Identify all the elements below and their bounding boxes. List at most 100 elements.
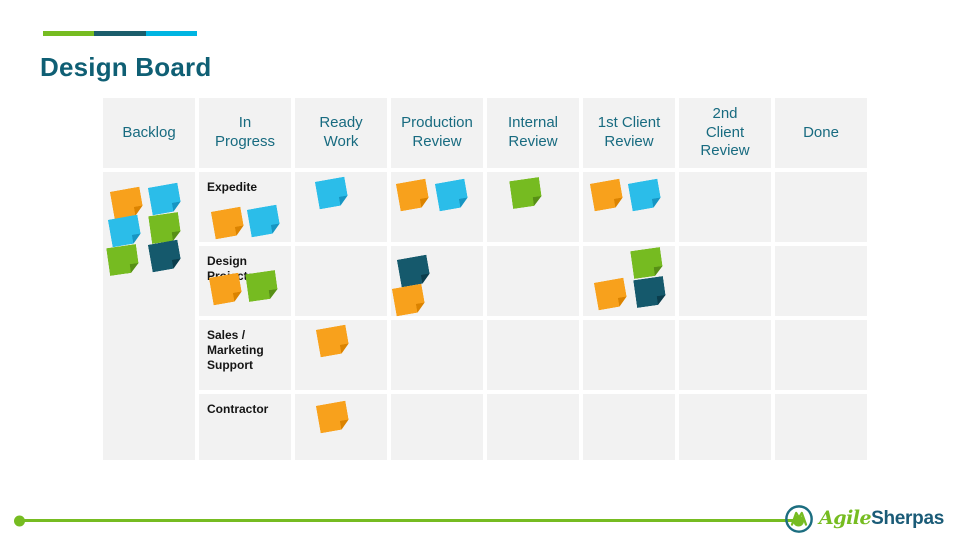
sticky-note-face <box>247 205 281 238</box>
page-title: Design Board <box>40 52 212 82</box>
sticky-note-fold <box>654 266 664 276</box>
accent-bar <box>43 31 197 36</box>
sticky-note-face <box>594 278 628 311</box>
board-cell-contractor-ready-work <box>295 394 387 460</box>
sticky-note-face <box>106 244 140 276</box>
sticky-note-fold <box>459 197 469 207</box>
sticky-note-face <box>148 183 182 216</box>
sticky-note-face <box>316 401 350 434</box>
sticky-note-face <box>148 240 182 273</box>
sticky-note-face <box>630 247 664 279</box>
sticky-note-fold <box>340 343 350 353</box>
sticky-note-face <box>435 179 469 212</box>
sticky-note-face <box>628 179 662 212</box>
sticky-note-fold <box>614 197 624 207</box>
sticky-note-teal[interactable] <box>633 276 667 308</box>
sticky-note-green[interactable] <box>106 244 140 276</box>
column-header-backlog: Backlog <box>103 98 195 168</box>
brand-agile: Agile <box>819 507 872 529</box>
sticky-note-cyan[interactable] <box>108 215 142 248</box>
board-cell-design-projects-in-progress: Design Projects <box>199 246 291 316</box>
sticky-note-cyan[interactable] <box>247 205 281 238</box>
sticky-note-face <box>316 325 350 358</box>
sticky-note-fold <box>339 195 349 205</box>
board-cell-design-projects-2nd-client-review <box>679 246 771 316</box>
sticky-note-fold <box>269 289 279 299</box>
sticky-note-fold <box>172 201 182 211</box>
board-cell-contractor-internal-review <box>487 394 579 460</box>
sticky-note-fold <box>416 302 426 312</box>
column-header-ready-work: Ready Work <box>295 98 387 168</box>
sticky-note-face <box>110 187 144 220</box>
sticky-note-teal[interactable] <box>148 240 182 273</box>
board-cell-sales-marketing-support-2nd-client-review <box>679 320 771 390</box>
sticky-note-orange[interactable] <box>316 325 350 358</box>
board-cell-sales-marketing-support-internal-review <box>487 320 579 390</box>
sticky-note-face <box>392 284 426 317</box>
sticky-note-green[interactable] <box>245 270 279 302</box>
sticky-note-fold <box>130 263 140 273</box>
column-header-internal-review: Internal Review <box>487 98 579 168</box>
sticky-note-face <box>396 179 430 212</box>
sticky-note-cyan[interactable] <box>628 179 662 212</box>
sticky-note-face <box>509 177 543 209</box>
sticky-note-cyan[interactable] <box>148 183 182 216</box>
sticky-note-fold <box>233 291 243 301</box>
board-cell-expedite-done <box>775 172 867 242</box>
sticky-note-fold <box>235 225 245 235</box>
board-cell-expedite-production-review <box>391 172 483 242</box>
sticky-note-face <box>211 207 245 240</box>
sticky-note-face <box>209 273 243 306</box>
column-header-in-progress: In Progress <box>199 98 291 168</box>
footer-line <box>14 515 804 526</box>
sticky-note-orange[interactable] <box>392 284 426 317</box>
accent-bar-segment-3 <box>145 31 197 36</box>
sticky-note-cyan[interactable] <box>315 177 349 210</box>
column-header-done: Done <box>775 98 867 168</box>
sticky-note-fold <box>618 296 628 306</box>
board-cell-contractor-in-progress: Contractor <box>199 394 291 460</box>
board-cell-sales-marketing-support-in-progress: Sales / Marketing Support <box>199 320 291 390</box>
board-cell-sales-marketing-support-1st-client-review <box>583 320 675 390</box>
sticky-note-fold <box>132 233 142 243</box>
board-cell-design-projects-done <box>775 246 867 316</box>
sticky-note-teal[interactable] <box>397 255 431 288</box>
column-header-2nd-client-review: 2nd Client Review <box>679 98 771 168</box>
brand-sherpas: Sherpas <box>871 508 944 529</box>
sticky-note-face <box>590 179 624 212</box>
sticky-note-orange[interactable] <box>316 401 350 434</box>
sticky-note-green[interactable] <box>509 177 543 209</box>
sticky-note-face <box>315 177 349 210</box>
board-cell-contractor-2nd-client-review <box>679 394 771 460</box>
column-header-1st-client-review: 1st Client Review <box>583 98 675 168</box>
sticky-note-orange[interactable] <box>590 179 624 212</box>
sticky-note-orange[interactable] <box>594 278 628 311</box>
agilesherpas-logo-icon <box>785 504 813 533</box>
board-cell-sales-marketing-support-ready-work <box>295 320 387 390</box>
column-header-production-review: Production Review <box>391 98 483 168</box>
sticky-note-fold <box>172 258 182 268</box>
sticky-note-face <box>245 270 279 302</box>
board-cell-expedite-2nd-client-review <box>679 172 771 242</box>
sticky-note-cyan[interactable] <box>435 179 469 212</box>
sticky-note-face <box>633 276 667 308</box>
board-cell-sales-marketing-support-production-review <box>391 320 483 390</box>
sticky-note-orange[interactable] <box>110 187 144 220</box>
sticky-note-green[interactable] <box>630 247 664 279</box>
board-cell-contractor-done <box>775 394 867 460</box>
sticky-note-orange[interactable] <box>211 207 245 240</box>
sticky-note-face <box>397 255 431 288</box>
board-cell-contractor-production-review <box>391 394 483 460</box>
sticky-note-fold <box>340 419 350 429</box>
accent-bar-segment-2 <box>94 31 146 36</box>
sticky-note-orange[interactable] <box>396 179 430 212</box>
agilesherpas-logo: AgileSherpas <box>784 503 944 534</box>
sticky-note-fold <box>271 223 281 233</box>
sticky-note-face <box>108 215 142 248</box>
board-cell-contractor-1st-client-review <box>583 394 675 460</box>
footer-line-left-dot <box>14 515 25 526</box>
sticky-note-orange[interactable] <box>209 273 243 306</box>
backlog-cell <box>103 172 195 460</box>
